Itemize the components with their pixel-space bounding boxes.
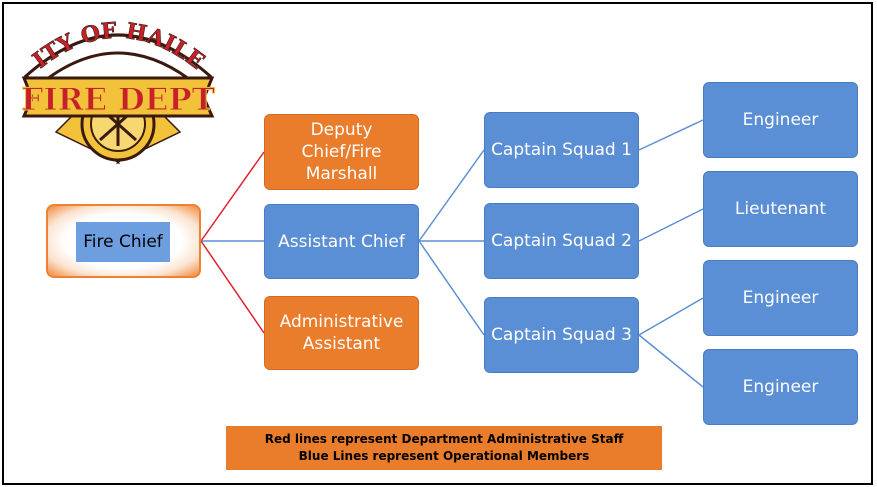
edge-assistant-chief-to-captain-1 xyxy=(418,149,485,242)
captain-squad-1-node: Captain Squad 1 xyxy=(484,112,639,188)
legend-line-administrative: Red lines represent Department Administr… xyxy=(264,432,624,446)
edge-captain-1-to-engineer-1 xyxy=(638,119,704,151)
edge-captain-3-to-engineer-2 xyxy=(638,297,704,336)
edge-captain-3-to-engineer-3 xyxy=(638,334,704,388)
assistant-chief-node: Assistant Chief xyxy=(264,204,419,279)
fire-dept-logo: CITY OF HAILEY FIRE DEPT xyxy=(20,12,215,165)
legend-line-operational: Blue Lines represent Operational Members xyxy=(298,449,590,463)
engineer-2-node: Engineer xyxy=(703,260,858,336)
edge-fire-chief-to-deputy-chief xyxy=(200,151,265,242)
logo-dept-text: FIRE DEPT xyxy=(21,82,215,118)
edge-assistant-chief-to-captain-3 xyxy=(418,240,485,336)
captain-squad-2-node: Captain Squad 2 xyxy=(484,203,639,279)
admin-assistant-node: Administrative Assistant xyxy=(264,296,419,370)
engineer-1-node: Engineer xyxy=(703,82,858,158)
edge-fire-chief-to-admin-assistant xyxy=(200,240,265,334)
deputy-chief-node: Deputy Chief/Fire Marshall xyxy=(264,114,419,190)
lieutenant-node: Lieutenant xyxy=(703,171,858,247)
captain-squad-3-node: Captain Squad 3 xyxy=(484,297,639,373)
engineer-3-node: Engineer xyxy=(703,349,858,425)
fire-chief-label: Fire Chief xyxy=(76,222,170,262)
legend-box: Red lines represent Department Administr… xyxy=(226,426,662,470)
edge-captain-2-to-lieutenant xyxy=(638,208,704,242)
